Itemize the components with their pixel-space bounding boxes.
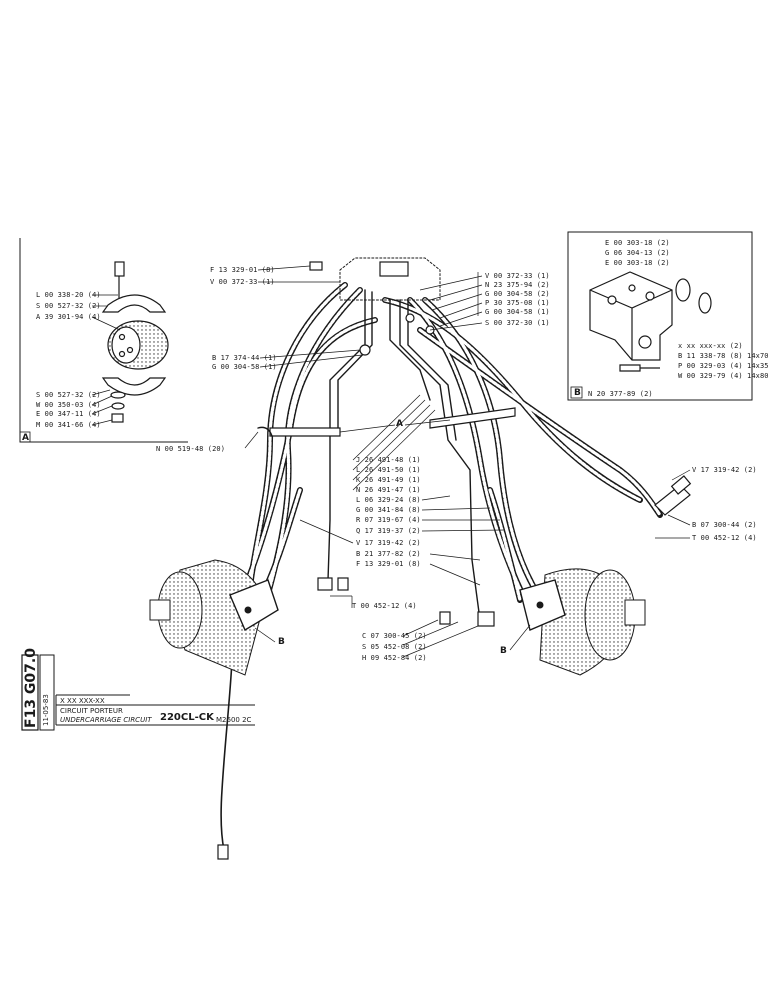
callout-top-right-2: N 23 375-94 (2) xyxy=(485,281,550,289)
inset-b-part-top-3: E 00 303-18 (2) xyxy=(605,259,670,267)
callout-mid-left-1: B 17 374-44 (1) xyxy=(212,354,277,362)
inset-a-part-2: S 00 527-32 (2) xyxy=(36,302,101,310)
callout-center-3: K 26 491-49 (1) xyxy=(356,476,421,484)
callout-top-left-2: V 00 372-33 (1) xyxy=(210,278,275,286)
callout-center-8: Q 17 319-37 (2) xyxy=(356,527,421,535)
callout-center-9: V 17 319-42 (2) xyxy=(356,539,421,547)
label-b-right: B xyxy=(500,646,507,656)
inset-a-part-3: A 39 301-94 (4) xyxy=(36,313,101,321)
callout-center-11: F 13 329-01 (8) xyxy=(356,560,421,568)
callout-bottom-1: C 07 300-45 (2) xyxy=(362,632,427,640)
callout-top-right-6: S 00 372-30 (1) xyxy=(485,319,550,327)
label-b-left: B xyxy=(278,637,285,647)
callout-right-2: B 07 300-44 (2) xyxy=(692,521,757,529)
callout-right-1: V 17 319-42 (2) xyxy=(692,466,757,474)
inset-a-clamp-assembly xyxy=(101,261,169,423)
inset-a-part-6: E 00 347-11 (4) xyxy=(36,410,101,418)
callout-bottom-2: S 05 452-08 (2) xyxy=(362,643,427,651)
callout-center-4: N 26 491-47 (1) xyxy=(356,486,421,494)
right-wheel-motor xyxy=(519,568,646,676)
callout-mid-left-2: G 00 304-58 (1) xyxy=(212,363,277,371)
callout-under-left: T 00 452-12 (4) xyxy=(352,602,417,610)
inset-b-assembly: N 20 377-89 (2) xyxy=(588,390,653,398)
callout-center-6: G 00 341-84 (8) xyxy=(356,506,421,514)
inset-b-part-top-1: E 00 303-18 (2) xyxy=(605,239,670,247)
inset-b-part-bottom-1: B 11 338-78 (8) 14x70 xyxy=(678,352,769,360)
callout-center-7: R 07 319-67 (4) xyxy=(356,516,421,524)
callout-top-right-3: G 00 304-58 (2) xyxy=(485,290,550,298)
sheet-date: 11-05-83 xyxy=(42,694,50,726)
inset-a-part-4: S 00 527-32 (2) xyxy=(36,391,101,399)
reference-number: X XX XXX-XX xyxy=(60,697,105,705)
model-variant: M2600 2C xyxy=(216,716,252,724)
callout-top-right-4: P 30 375-08 (1) xyxy=(485,299,550,307)
callout-top-left-1: F 13 329-01 (8) xyxy=(210,266,275,274)
label-a: A xyxy=(396,419,403,429)
callout-left-hose: N 00 519-48 (20) xyxy=(156,445,226,453)
inset-b-letter: B xyxy=(574,388,581,398)
title-block-frame xyxy=(21,654,255,731)
inset-a-frame xyxy=(19,238,188,443)
inset-a-part-7: M 00 341-66 (4) xyxy=(36,421,101,429)
sheet-code: F13 G07.0 xyxy=(23,648,39,728)
inset-b-part-top-2: G 06 304-13 (2) xyxy=(605,249,670,257)
inset-b-part-bottom-3: W 00 329-79 (4) 14x80 xyxy=(678,372,769,380)
callout-right-3: T 00 452-12 (4) xyxy=(692,534,757,542)
title-french: CIRCUIT PORTEUR xyxy=(60,707,123,715)
inset-b-part-bottom-2: P 00 329-03 (4) 14x35 xyxy=(678,362,769,370)
callout-center-5: L 06 329-24 (8) xyxy=(356,496,421,504)
left-wheel-motor xyxy=(149,559,279,676)
callout-center-2: L 26 491-50 (1) xyxy=(356,466,421,474)
callout-bottom-3: H 09 452-84 (2) xyxy=(362,654,427,662)
callout-center-10: B 21 377-82 (2) xyxy=(356,550,421,558)
leader-lines xyxy=(91,265,691,658)
model-name: 220CL-CK xyxy=(160,712,214,723)
inset-a-letter: A xyxy=(22,433,29,443)
hose-harness xyxy=(217,257,692,860)
inset-a-part-5: W 00 350-03 (4) xyxy=(36,401,101,409)
inset-b-part-mid: x xx xxx-xx (2) xyxy=(678,342,743,350)
callout-top-right-5: G 00 304-58 (1) xyxy=(485,308,550,316)
callout-top-right-1: V 00 372-33 (1) xyxy=(485,272,550,280)
inset-b-frame xyxy=(567,231,753,401)
callout-center-1: J 26 491-48 (1) xyxy=(356,456,421,464)
inset-a-part-1: L 00 338-20 (4) xyxy=(36,291,101,299)
title-english: UNDERCARRIAGE CIRCUIT xyxy=(60,716,152,724)
inset-b-valve-block xyxy=(589,271,712,372)
